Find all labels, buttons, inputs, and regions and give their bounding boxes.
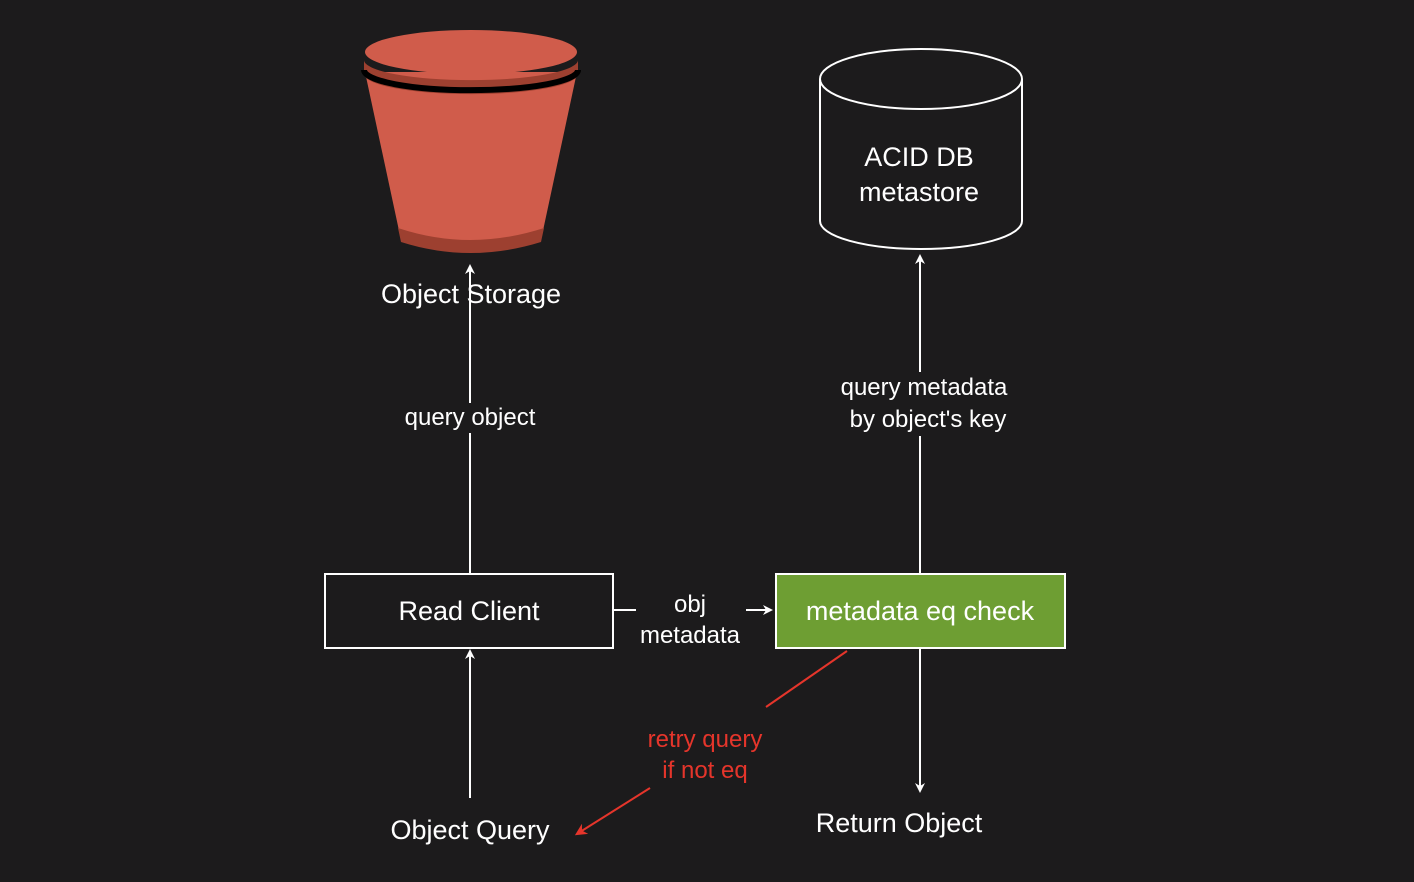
query-metadata-label-line1: query metadata: [841, 374, 1008, 401]
retry-label-line2: if not eq: [662, 757, 747, 784]
query-object-label: query object: [405, 404, 536, 431]
query-metadata-label-line2: by object's key: [850, 406, 1007, 433]
bucket-icon: [361, 30, 581, 253]
return-object-label: Return Object: [816, 808, 983, 838]
eq-check-node: metadata eq check: [775, 573, 1066, 649]
retry-label-line1: retry query: [648, 726, 763, 753]
acid-db-subtitle: metastore: [859, 177, 979, 207]
read-client-node: Read Client: [324, 573, 614, 649]
retry-arrow-tail: [765, 650, 848, 708]
query-metadata-label-bg: [826, 372, 1022, 436]
eq-check-label: metadata eq check: [806, 596, 1035, 626]
object-query-label: Object Query: [390, 815, 550, 845]
database-icon: [819, 48, 1023, 250]
acid-db-title: ACID DB: [864, 142, 974, 172]
read-client-label: Read Client: [398, 596, 540, 626]
obj-metadata-label-line2: metadata: [640, 622, 741, 649]
query-object-label-bg: [394, 403, 546, 433]
retry-arrow-head: [574, 787, 651, 836]
obj-metadata-label-line1: obj: [674, 591, 706, 618]
